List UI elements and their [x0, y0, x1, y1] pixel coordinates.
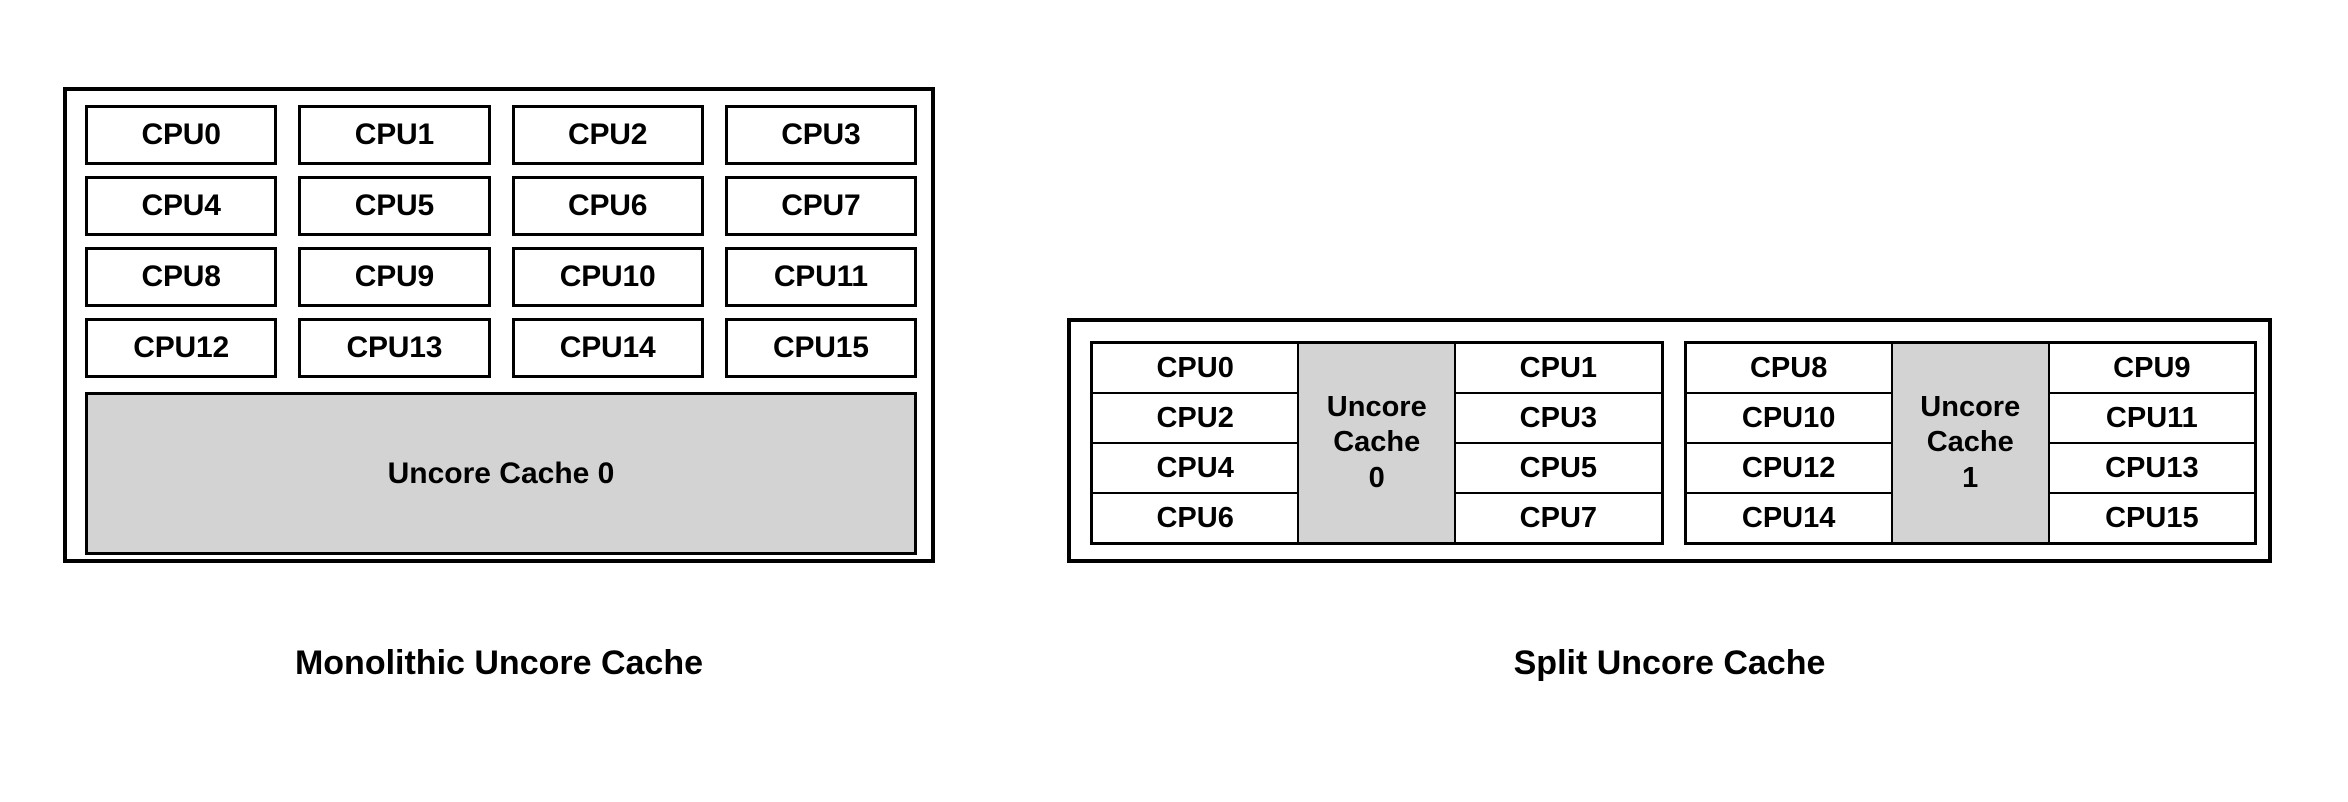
split-group-0-left-column: CPU0 CPU2 CPU4 CPU6	[1093, 344, 1298, 542]
cpu-box: CPU5	[298, 176, 491, 236]
cpu-box: CPU1	[298, 105, 491, 165]
split-caption: Split Uncore Cache	[1513, 644, 1826, 682]
monolithic-cpu-grid: CPU0 CPU1 CPU2 CPU3 CPU4 CPU5 CPU6 CPU7 …	[85, 105, 917, 378]
cpu-cell: CPU14	[1686, 494, 1891, 542]
cpu-box: CPU9	[298, 247, 491, 307]
cpu-cell: CPU10	[1686, 394, 1891, 444]
uncore-cache-box-1: Uncore Cache 1	[1890, 344, 2050, 542]
cpu-cell: CPU7	[1456, 494, 1661, 542]
split-group-1-right-column: CPU9 CPU11 CPU13 CPU15	[2049, 344, 2254, 542]
monolithic-caption: Monolithic Uncore Cache	[294, 644, 704, 682]
uncore-cache-1-line2: Cache	[1926, 426, 2014, 459]
cpu-cell: CPU11	[2049, 394, 2254, 444]
cpu-cell: CPU15	[2049, 494, 2254, 542]
monolithic-package-box: CPU0 CPU1 CPU2 CPU3 CPU4 CPU5 CPU6 CPU7 …	[63, 87, 935, 563]
split-group-0-right-column: CPU1 CPU3 CPU5 CPU7	[1456, 344, 1661, 542]
cpu-cell: CPU12	[1686, 444, 1891, 494]
cpu-cell: CPU9	[2049, 344, 2254, 394]
cpu-box: CPU7	[724, 176, 917, 236]
uncore-cache-1-line1: Uncore	[1920, 390, 2021, 423]
uncore-cache-0-line3: 0	[1368, 461, 1385, 494]
cpu-box: CPU6	[511, 176, 704, 236]
cpu-box: CPU12	[85, 318, 278, 378]
cpu-box: CPU3	[724, 105, 917, 165]
split-group-1-left-column: CPU8 CPU10 CPU12 CPU14	[1686, 344, 1891, 542]
cpu-box: CPU11	[724, 247, 917, 307]
uncore-cache-0-line1: Uncore	[1326, 390, 1427, 423]
cpu-box: CPU15	[724, 318, 917, 378]
cpu-cell: CPU0	[1093, 344, 1298, 394]
split-package-inner: CPU0 CPU2 CPU4 CPU6 Uncore Cache 0 CPU1 …	[1090, 341, 2257, 545]
uncore-cache-0-line2: Cache	[1333, 426, 1421, 459]
uncore-cache-box-0: Uncore Cache 0	[1297, 344, 1457, 542]
split-package-box: CPU0 CPU2 CPU4 CPU6 Uncore Cache 0 CPU1 …	[1067, 318, 2272, 563]
cpu-cell: CPU2	[1093, 394, 1298, 444]
cpu-cell: CPU8	[1686, 344, 1891, 394]
uncore-cache-box: Uncore Cache 0	[85, 392, 917, 555]
cpu-box: CPU8	[85, 247, 278, 307]
uncore-cache-1-line3: 1	[1962, 461, 1979, 494]
cpu-box: CPU10	[511, 247, 704, 307]
cpu-cell: CPU13	[2049, 444, 2254, 494]
cpu-cell: CPU1	[1456, 344, 1661, 394]
cpu-box: CPU4	[85, 176, 278, 236]
monolithic-package-inner: CPU0 CPU1 CPU2 CPU3 CPU4 CPU5 CPU6 CPU7 …	[85, 105, 917, 555]
cpu-box: CPU2	[511, 105, 704, 165]
cpu-cell: CPU3	[1456, 394, 1661, 444]
cpu-cell: CPU6	[1093, 494, 1298, 542]
split-group-1: CPU8 CPU10 CPU12 CPU14 Uncore Cache 1 CP…	[1683, 341, 2257, 545]
cpu-box: CPU13	[298, 318, 491, 378]
cpu-cell: CPU5	[1456, 444, 1661, 494]
split-group-0: CPU0 CPU2 CPU4 CPU6 Uncore Cache 0 CPU1 …	[1090, 341, 1664, 545]
cpu-box: CPU14	[511, 318, 704, 378]
cpu-box: CPU0	[85, 105, 278, 165]
cpu-cell: CPU4	[1093, 444, 1298, 494]
